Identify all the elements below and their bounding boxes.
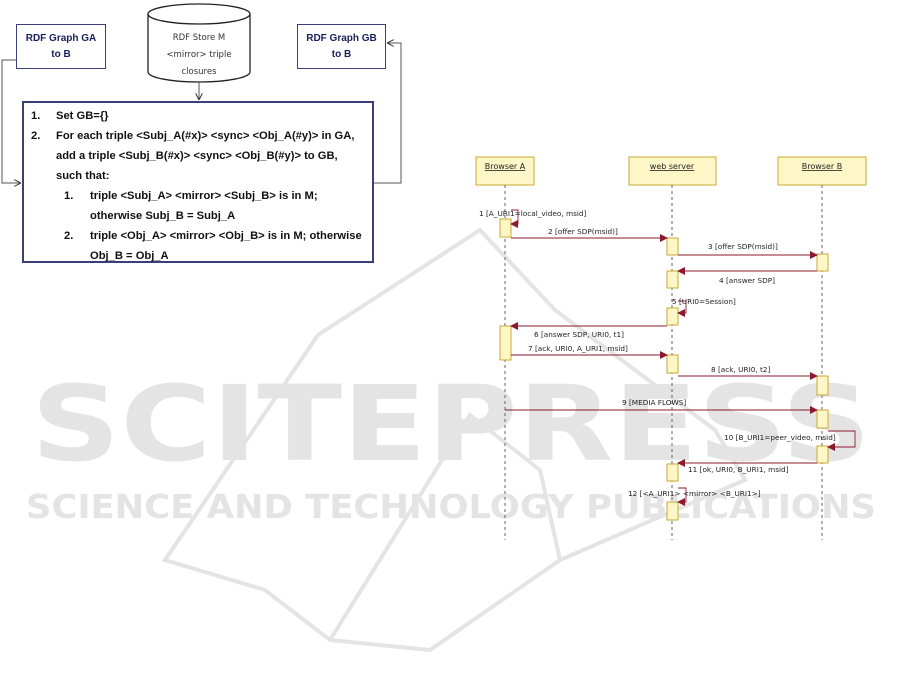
graph-b-subtitle: to B <box>331 49 352 60</box>
watermark-sub: SCIENCE AND TECHNOLOGY PUBLICATIONS <box>26 487 876 526</box>
algo-substep-2-cont: Obj_B = Obj_A <box>90 250 169 262</box>
graph-b-box: RDF Graph GB to B <box>297 24 386 69</box>
graph-b-title: RDF Graph GB <box>306 33 377 44</box>
algo-step-1: 1. Set GB={} <box>31 110 109 122</box>
algo-step-2-cont: add a triple <Subj_B(#x)> <sync> <Obj_B(… <box>56 150 338 162</box>
algo-substep-2: 2. triple <Obj_A> <mirror> <Obj_B> is in… <box>64 230 362 242</box>
algorithm-box: 1. Set GB={} 2. For each triple <Subj_A(… <box>22 101 374 263</box>
graph-a-title: RDF Graph GA <box>25 33 97 44</box>
algo-substep-1: 1. triple <Subj_A> <mirror> <Subj_B> is … <box>64 190 318 202</box>
algo-substep-1-cont: otherwise Subj_B = Subj_A <box>90 210 236 222</box>
graph-a-box: RDF Graph GA to B <box>16 24 106 69</box>
watermark-main: SCITEPRESS <box>31 363 871 485</box>
graph-a-subtitle: to B <box>51 49 71 60</box>
algo-step-2-suchthat: such that: <box>56 170 110 182</box>
algo-step-2: 2. For each triple <Subj_A(#x)> <sync> <… <box>31 130 355 142</box>
